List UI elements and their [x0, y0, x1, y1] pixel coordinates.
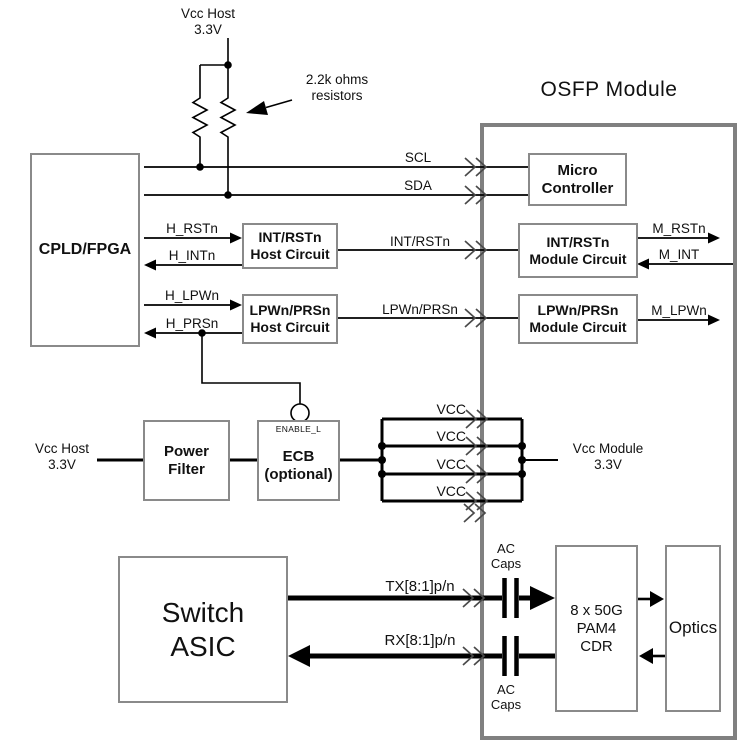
ac-caps-top-label: AC Caps — [490, 541, 522, 572]
h-rstn-label: H_RSTn — [166, 221, 218, 236]
osfp-module-title: OSFP Module — [540, 78, 678, 101]
ecb-block: ECB (optional) — [257, 420, 340, 501]
ecb-label: ECB (optional) — [264, 447, 333, 483]
lpwn-prsn-module-circuit-block: LPWn/PRSn Module Circuit — [518, 294, 638, 344]
int-rstn-host-circuit-block: INT/RSTn Host Circuit — [242, 223, 338, 269]
vcc-pin-label-4: VCC — [436, 483, 466, 499]
lpwn-prsn-host-circuit-label: LPWn/PRSn Host Circuit — [249, 302, 331, 335]
ac-caps-bottom-label: AC Caps — [490, 682, 522, 713]
lpw-prs-wires — [144, 304, 709, 334]
tx-path — [288, 578, 555, 618]
vcc-pin-label-1: VCC — [436, 401, 466, 417]
micro-controller-block: Micro Controller — [528, 153, 627, 206]
vcc-pin-label-2: VCC — [436, 428, 466, 444]
switch-asic-block: Switch ASIC — [118, 556, 288, 703]
m-lpwn-label: M_LPWn — [651, 303, 707, 318]
tx-label: TX[8:1]p/n — [385, 578, 455, 595]
rx-label: RX[8:1]p/n — [384, 632, 456, 649]
power-filter-label: Power Filter — [163, 442, 209, 478]
h-prsn-label: H_PRSn — [165, 316, 219, 331]
vcc-host-bottom-label: Vcc Host 3.3V — [34, 441, 89, 472]
power-filter-block: Power Filter — [143, 420, 230, 501]
vcc-host-top-label: Vcc Host 3.3V — [180, 6, 235, 37]
cdr-label: 8 x 50G PAM4 CDR — [570, 601, 623, 655]
cpld-fpga-block: CPLD/FPGA — [30, 153, 140, 347]
cdr-optics-arrows — [638, 591, 665, 664]
cdr-block: 8 x 50G PAM4 CDR — [555, 545, 638, 712]
signal-arrowheads — [144, 232, 720, 339]
pullup-resistors — [191, 38, 237, 195]
m-rstn-label: M_RSTn — [652, 221, 706, 236]
scl-label: SCL — [404, 150, 432, 165]
lpwn-prsn-signal-label: LPWn/PRSn — [382, 302, 458, 317]
int-rstn-module-circuit-block: INT/RSTn Module Circuit — [518, 223, 638, 278]
h-intn-label: H_INTn — [168, 248, 216, 263]
power-wires — [97, 417, 524, 503]
int-rstn-signal-label: INT/RSTn — [389, 234, 450, 249]
rst-int-wires — [144, 237, 733, 266]
int-rstn-host-circuit-label: INT/RSTn Host Circuit — [250, 229, 330, 262]
osfp-module-boundary — [480, 123, 737, 740]
junction-dots — [196, 61, 526, 478]
lpwn-prsn-module-circuit-label: LPWn/PRSn Module Circuit — [529, 302, 627, 335]
rx-path — [288, 636, 555, 676]
switch-asic-label: Switch ASIC — [161, 596, 245, 662]
vcc-module-label: Vcc Module 3.3V — [572, 441, 644, 472]
optics-block: Optics — [665, 545, 721, 712]
resistor-note-arrow — [246, 99, 293, 115]
m-int-label: M_INT — [658, 247, 700, 262]
enable-l-label: ENABLE_L — [275, 424, 322, 434]
resistor-note-label: 2.2k ohms resistors — [305, 72, 369, 103]
int-rstn-module-circuit-label: INT/RSTn Module Circuit — [529, 233, 627, 267]
micro-controller-label: Micro Controller — [541, 161, 614, 197]
lpwn-prsn-host-circuit-block: LPWn/PRSn Host Circuit — [242, 294, 338, 344]
optics-label: Optics — [668, 618, 718, 638]
h-lpwn-label: H_LPWn — [164, 288, 220, 303]
sda-label: SDA — [404, 178, 432, 193]
enable-l-wire — [201, 333, 310, 423]
ac-coupling-cap-tx — [502, 578, 519, 618]
vcc-pin-label-3: VCC — [436, 456, 466, 472]
ac-coupling-cap-rx — [502, 636, 519, 676]
cpld-fpga-label: CPLD/FPGA — [38, 241, 132, 259]
